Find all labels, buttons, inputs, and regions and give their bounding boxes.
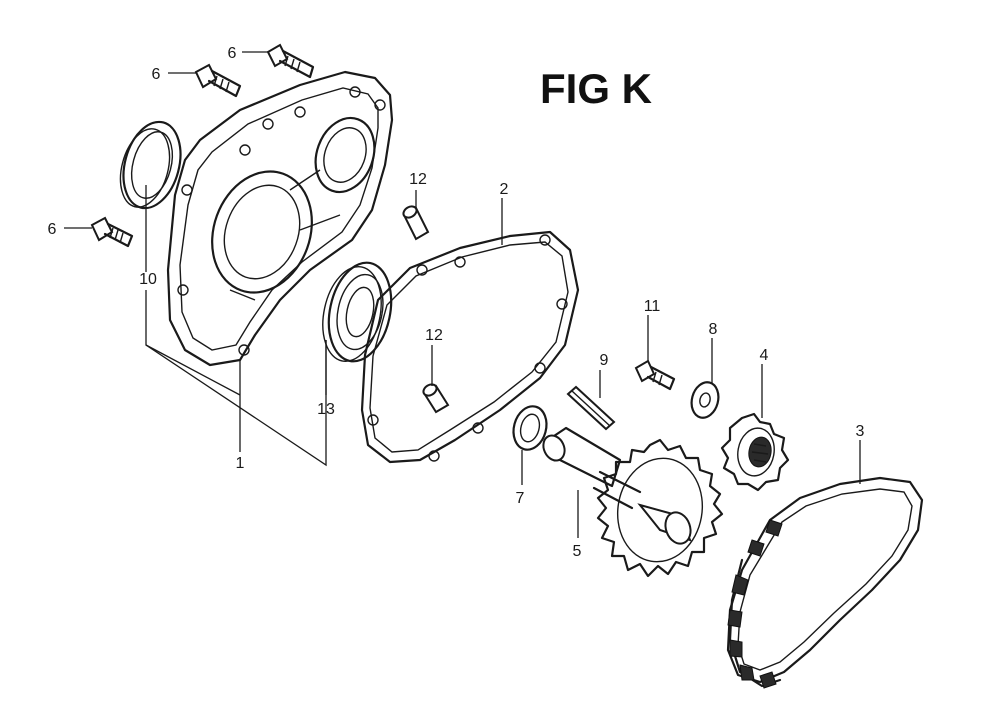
gear-case-cover — [166, 70, 394, 367]
callout-2: 2 — [500, 181, 509, 198]
callout-5: 5 — [573, 543, 582, 560]
woodruff-key — [566, 385, 616, 431]
callout-12-lower: 12 — [425, 327, 443, 344]
callout-3: 3 — [856, 423, 865, 440]
flange-bolt-left — [90, 216, 134, 248]
callout-1: 1 — [236, 455, 245, 472]
callout-12-upper: 12 — [409, 171, 427, 188]
ball-bearing — [322, 261, 393, 363]
callout-10: 10 — [139, 271, 157, 288]
callout-6-middle: 6 — [152, 66, 161, 83]
callout-6-left: 6 — [48, 221, 57, 238]
plain-washer — [690, 381, 720, 419]
callout-4: 4 — [760, 347, 769, 364]
gasket — [360, 230, 580, 464]
dowel-pin-upper — [402, 205, 430, 241]
thrust-washer — [512, 405, 548, 451]
drive-shaft-sprocket — [542, 426, 724, 578]
callout-9: 9 — [600, 352, 609, 369]
leader-lines — [64, 51, 861, 538]
small-bolt — [634, 359, 676, 391]
oil-seal — [119, 120, 182, 210]
drive-chain — [726, 476, 924, 689]
small-sprocket — [720, 412, 790, 492]
callout-labels: 6 6 6 10 1 13 12 12 2 7 9 5 11 8 4 3 — [48, 45, 865, 560]
callout-13: 13 — [317, 401, 335, 418]
flange-bolt-middle — [194, 63, 242, 98]
dowel-pin-lower — [422, 383, 450, 414]
callout-7: 7 — [516, 490, 525, 507]
callout-8: 8 — [709, 321, 718, 338]
flange-bolt-top — [266, 43, 315, 79]
callout-11: 11 — [644, 298, 661, 315]
figure-title: FIG K — [540, 65, 652, 112]
callout-6-top: 6 — [228, 45, 237, 62]
